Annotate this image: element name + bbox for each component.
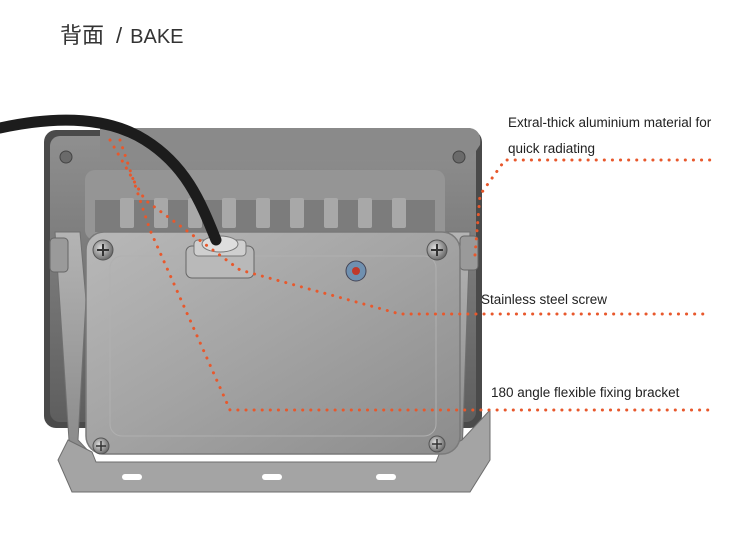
heading-english: BAKE bbox=[130, 26, 184, 48]
page-heading: 背面 / BAKE bbox=[60, 18, 184, 50]
heading-chinese: 背面 bbox=[60, 24, 105, 49]
callout-aluminium-line1: Extral-thick aluminium material for bbox=[508, 115, 712, 130]
box-corner-screws bbox=[92, 239, 448, 455]
heading-separator: / bbox=[116, 23, 123, 48]
heat-sink-fins bbox=[85, 170, 445, 240]
callout-aluminium: Extral-thick aluminium material for quic… bbox=[508, 110, 748, 162]
plate-corner-screws bbox=[59, 150, 466, 164]
callout-lines bbox=[108, 138, 712, 412]
power-cable bbox=[0, 114, 222, 246]
callout-bracket: 180 angle flexible fixing bracket bbox=[491, 385, 680, 400]
callout-screw: Stainless steel screw bbox=[481, 292, 608, 307]
pressure-valve bbox=[345, 260, 367, 282]
callout-aluminium-line2: quick radiating bbox=[508, 141, 596, 156]
driver-box bbox=[85, 231, 461, 455]
